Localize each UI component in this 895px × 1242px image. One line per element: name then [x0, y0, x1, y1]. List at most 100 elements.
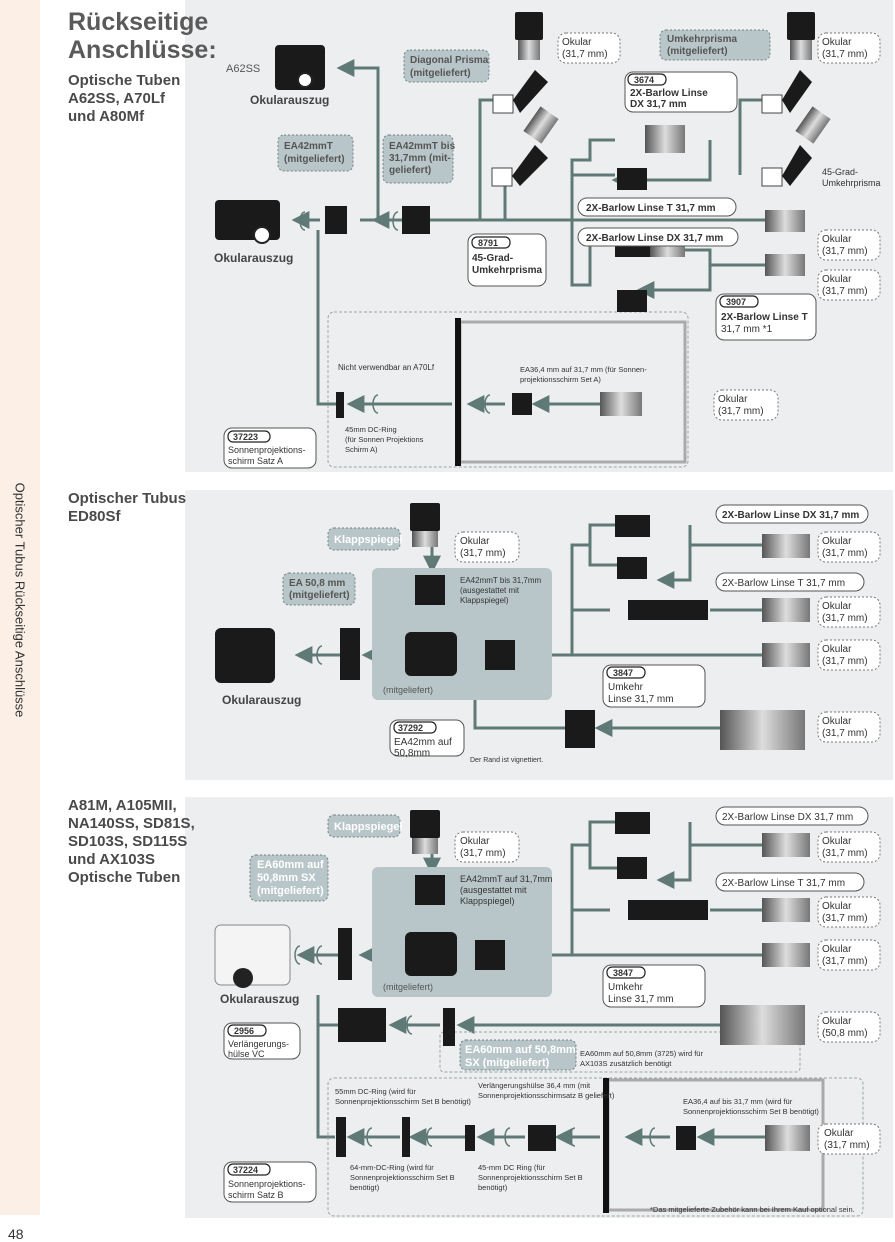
- label-section2-ea42_317-2: Klappspiegel): [460, 596, 509, 605]
- label-section3-p37224-text-1: schirm Satz B: [228, 1190, 284, 1200]
- label-section1-barlow_t: 2X-Barlow Linse T 31,7 mm: [586, 203, 716, 214]
- eyepiece-s1-2-icon: [765, 254, 805, 276]
- label-section1-ea42_317-1: 31,7mm (mit-: [389, 153, 451, 164]
- umkehr-linse-s2-icon: [628, 600, 708, 620]
- eyepiece-s3-508-icon: [720, 1005, 805, 1045]
- label-section3-dc55-1: Sonnenprojektionsschirm Set B benötigt): [335, 1097, 471, 1106]
- label-section3-okular2-0: Okular: [822, 901, 852, 912]
- label-section3-footnote: *Das mitgelieferte Zubehör kann bei Ihre…: [650, 1205, 855, 1214]
- eyepiece-s2-508-icon: [720, 710, 805, 750]
- label-section3-p37224-text-0: Sonnenprojektions-: [228, 1179, 306, 1189]
- label-section1-p8791-code: 8791: [478, 238, 498, 248]
- diagonal-prisma-icon: [492, 94, 514, 114]
- label-section1-not_a70lf: Nicht verwendbar an A70Lf: [338, 363, 435, 372]
- label-section2-okular3-0: Okular: [822, 644, 852, 655]
- ea60-508-icon: [443, 1008, 455, 1046]
- label-section2-okular1-0: Okular: [822, 536, 852, 547]
- label-section3-ea60sx-0: EA60mm auf: [257, 859, 324, 871]
- label-section3-dc64-1: Sonnenprojektionsschirm Set B: [350, 1173, 455, 1182]
- section3-title: A81M, A105MII,NA140SS, SD81S,SD103S, SD1…: [68, 797, 195, 887]
- label-section3-okular2-1: (31,7 mm): [822, 913, 868, 924]
- label-section2-ea508-1: (mitgeliefert): [289, 590, 350, 601]
- label-okularauszug-main: Okularauszug: [214, 251, 293, 265]
- label-section2-p37292-text-0: EA42mm auf: [394, 737, 452, 748]
- label-section3-title-2: SD103S, SD115S: [68, 833, 188, 850]
- dc45-ring-icon: [336, 392, 344, 418]
- label-section3-ea60_box-0: EA60mm auf 50,8mm: [465, 1044, 576, 1056]
- label-section1-p37223-code: 37223: [233, 432, 258, 442]
- label-section2-okular_top-1: (31,7 mm): [460, 548, 506, 559]
- label-section2-title-0: Optischer Tubus: [68, 490, 187, 507]
- label-a62ss: A62SS: [226, 63, 260, 75]
- label-section3-okular3-1: (31,7 mm): [822, 956, 868, 967]
- label-section3-p37224-code: 37224: [233, 1165, 258, 1175]
- label-section2-p3847-text-0: Umkehr: [608, 682, 644, 693]
- label-section1-dc45-2: Schirm A): [345, 445, 378, 454]
- label-section3-okular1-1: (31,7 mm): [822, 848, 868, 859]
- label-section1-ea364-0: EA36,4 mm auf 31,7 mm (für Sonnen-: [520, 365, 647, 374]
- label-section3-okular5-0: Okular: [824, 1128, 854, 1139]
- label-section3-dc45-0: 45-mm DC Ring (für: [478, 1163, 546, 1172]
- eyepiece-s1-1-icon: [765, 210, 805, 232]
- label-section1-diagonal_prisma-0: Diagonal Prisma: [410, 55, 489, 66]
- prism-45-icon: [491, 167, 513, 187]
- label-section1-ea364-1: projektionsschirm Set A): [520, 375, 601, 384]
- label-section1-p3907-code: 3907: [726, 297, 746, 307]
- label-section2-okular4-1: (31,7 mm): [822, 728, 868, 739]
- label-section1-p37223-text-0: Sonnenprojektions-: [228, 445, 306, 455]
- label-section2-okular3-1: (31,7 mm): [822, 656, 868, 667]
- label-section1-p8791-text-0: 45-Grad-: [472, 253, 513, 264]
- eyepiece-s2-3-icon: [762, 643, 810, 667]
- label-section3-ea42_317-1: (ausgestattet mit: [460, 885, 527, 895]
- eyepiece-s2-top-icon: [410, 503, 440, 531]
- dc55-ring-icon: [402, 1117, 410, 1157]
- label-section3-p3847-text-0: Umkehr: [608, 982, 644, 993]
- label-section1-subtitle-1: A62SS, A70Lf: [68, 90, 165, 107]
- ea364-s3-icon: [676, 1126, 696, 1150]
- label-section1-ea42mmt-0: EA42mmT: [284, 141, 333, 152]
- eyepiece-s2-2-icon: [762, 598, 810, 622]
- barlow-dx-s2-icon: [615, 515, 650, 537]
- label-section1-prism45_right-1: Umkehrprisma: [822, 178, 881, 188]
- barlow-t-icon: [617, 168, 647, 190]
- eyepiece-top2-icon: [787, 12, 815, 40]
- ea42-317-s3-icon: [475, 940, 505, 970]
- eyepiece-s3-1-icon: [762, 833, 810, 857]
- label-okularauszug-top: Okularauszug: [250, 93, 329, 107]
- label-section3-dc64-2: benötigt): [350, 1183, 380, 1192]
- dc45-s3-ring-icon: [465, 1125, 475, 1151]
- label-section3-title-3: und AX103S: [68, 851, 155, 868]
- sidebar: Optischer Tubus Rückseitige Anschlüsse: [0, 0, 40, 1215]
- label-section3-p3847-text-1: Linse 31,7 mm: [608, 994, 674, 1005]
- label-section3-ea364-0: EA36,4 auf bis 31,7 mm (wird für: [683, 1097, 793, 1106]
- label-section1-okular5-1: (31,7 mm): [718, 406, 764, 417]
- label-section3-okularauszug: Okularauszug: [220, 992, 299, 1006]
- label-section1-okular3-0: Okular: [822, 234, 852, 245]
- label-section3-verl364-1: Sonnenprojektionsschirmsatz B geliefert): [478, 1091, 615, 1100]
- label-section3-okular5-1: (31,7 mm): [824, 1140, 870, 1151]
- eyepiece-s3-4-icon: [765, 1125, 810, 1151]
- label-section1-okular1-1: (31,7 mm): [562, 49, 608, 60]
- barlow-t-s2-icon: [617, 557, 647, 579]
- label-section1-okular3-1: (31,7 mm): [822, 246, 868, 257]
- label-section3-dc55-0: 55mm DC-Ring (wird für: [335, 1087, 416, 1096]
- barlow-t2-icon: [617, 290, 647, 312]
- eyepiece-s2-1-icon: [762, 534, 810, 558]
- label-section3-okular508-1: (50,8 mm): [822, 1028, 868, 1039]
- label-section1-subtitle-0: Optische Tuben: [68, 72, 181, 89]
- label-section3-dc45-2: benötigt): [478, 1183, 508, 1192]
- label-section3-okular1-0: Okular: [822, 836, 852, 847]
- label-section3-ea42_317-2: Klappspiegel): [460, 896, 515, 906]
- label-section2-vignette: Der Rand ist vignettiert.: [470, 757, 543, 764]
- label-section2-p37292-code: 37292: [398, 723, 423, 733]
- label-section2-okular4-0: Okular: [822, 716, 852, 727]
- umkehrprisma-icon: [761, 94, 783, 114]
- label-section3-ea42_317-0: EA42mmT auf 31,7mm: [460, 874, 552, 884]
- ea42mmt-icon: [325, 206, 347, 234]
- label-section2-mitgeliefert: (mitgeliefert): [383, 685, 433, 695]
- prism-45-right-icon: [761, 167, 783, 187]
- label-section3-barlow_t: 2X-Barlow Linse T 31,7 mm: [722, 878, 845, 889]
- label-section2-p37292-text-1: 50,8mm: [394, 748, 430, 759]
- label-section3-klappspiegel: Klappspiegel: [334, 821, 402, 833]
